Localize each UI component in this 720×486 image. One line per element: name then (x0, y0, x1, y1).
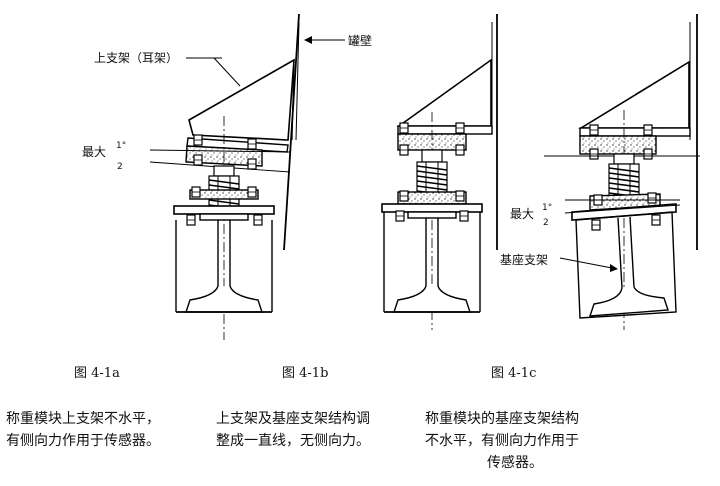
figure-title-a: 图 4-1a (74, 366, 120, 381)
max-angle-label-c: 最大 (510, 207, 535, 221)
max-angle-frac-top-c: 1° (542, 203, 553, 213)
figure-title-b: 图 4-1b (282, 366, 329, 381)
caption-a-line-1: 称重模块上支架不水平， (6, 411, 160, 427)
upper-bracket-gusset-b (396, 58, 492, 127)
figure-4-1c-drawing (544, 14, 700, 330)
figure-4-1b-drawing (381, 14, 498, 330)
figure-title-c: 图 4-1c (491, 366, 537, 381)
tank-wall-label: 罐壁 (348, 34, 373, 48)
caption-c-line-3: 传感器。 (487, 455, 543, 471)
max-angle-label-a: 最大 (82, 145, 107, 159)
caption-b: 上支架及基座支架结构调 整成一直线，无侧向力。 (216, 408, 370, 452)
upper-bracket-gusset-c (578, 60, 690, 129)
upper-bracket-gusset-a (188, 58, 295, 141)
caption-c: 称重模块的基座支架结构 不水平，有侧向力作用于 传感器。 (425, 408, 579, 474)
base-plate-a (173, 205, 275, 215)
caption-c-line-1: 称重模块的基座支架结构 (425, 411, 579, 427)
base-bracket-label: 基座支架 (500, 253, 549, 267)
caption-c-line-2: 不水平，有侧向力作用于 (425, 433, 579, 449)
tank-wall-line (283, 13, 300, 251)
caption-a-line-2: 有侧向力作用于传感器。 (6, 433, 160, 449)
caption-a: 称重模块上支架不水平， 有侧向力作用于传感器。 (6, 408, 160, 452)
max-angle-frac-top-a: 1° (116, 141, 127, 151)
max-angle-frac-bottom-a: 2 (117, 162, 123, 172)
figure-4-1a-drawing (149, 13, 345, 340)
base-plate-c (571, 203, 677, 221)
max-angle-frac-bottom-c: 2 (543, 218, 549, 228)
caption-b-line-1: 上支架及基座支架结构调 (216, 411, 370, 427)
upper-bracket-label: 上支架（耳架） (94, 51, 179, 65)
caption-b-line-2: 整成一直线，无侧向力。 (216, 433, 370, 449)
